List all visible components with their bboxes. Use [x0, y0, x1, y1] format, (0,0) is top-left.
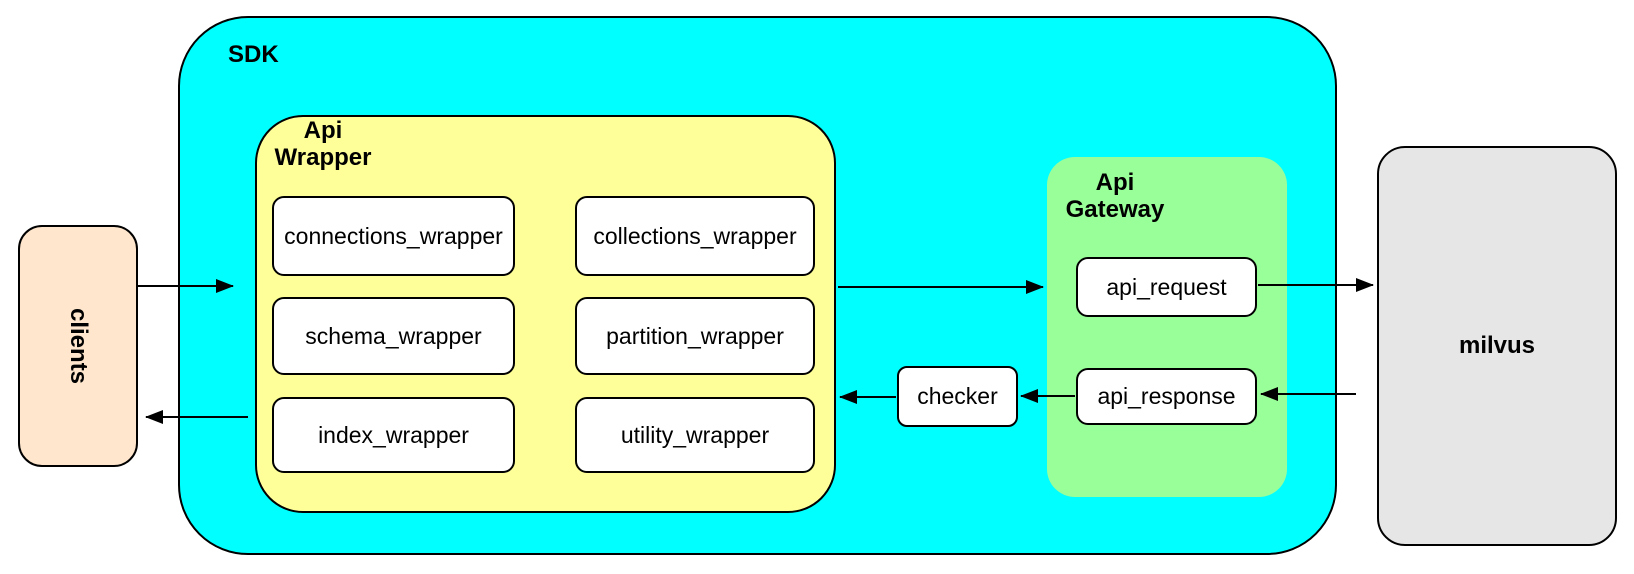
schema-wrapper-box: schema_wrapper — [272, 297, 515, 375]
checker-box: checker — [897, 366, 1018, 427]
api-wrapper-title-line1: Api — [303, 117, 343, 144]
api-gateway-title: Api Gateway — [1062, 169, 1168, 224]
milvus-node: milvus — [1377, 146, 1617, 546]
api-wrapper-title: Api Wrapper — [262, 117, 384, 172]
partition-wrapper-label: partition_wrapper — [606, 322, 784, 349]
connections-wrapper-label: connections_wrapper — [284, 222, 503, 249]
api-request-box: api_request — [1076, 257, 1257, 317]
api-response-box: api_response — [1076, 368, 1257, 425]
api-gateway-title-line2: Gateway — [1065, 195, 1165, 223]
utility-wrapper-label: utility_wrapper — [620, 421, 770, 448]
index-wrapper-box: index_wrapper — [272, 397, 515, 473]
clients-label: clients — [65, 307, 92, 385]
milvus-label: milvus — [1458, 332, 1536, 359]
collections-wrapper-box: collections_wrapper — [575, 196, 815, 276]
api-response-label: api_response — [1097, 383, 1236, 409]
partition-wrapper-box: partition_wrapper — [575, 297, 815, 375]
checker-label: checker — [917, 383, 998, 409]
schema-wrapper-label: schema_wrapper — [305, 322, 482, 349]
api-gateway-title-line1: Api — [1095, 169, 1135, 196]
api-wrapper-title-line2: Wrapper — [274, 143, 372, 171]
connections-wrapper-box: connections_wrapper — [272, 196, 515, 276]
clients-node: clients — [18, 225, 138, 467]
collections-wrapper-label: collections_wrapper — [593, 222, 797, 249]
utility-wrapper-box: utility_wrapper — [575, 397, 815, 473]
api-gateway-container — [1047, 157, 1287, 497]
api-request-label: api_request — [1106, 273, 1227, 300]
sdk-title: SDK — [228, 41, 279, 68]
index-wrapper-label: index_wrapper — [318, 421, 469, 448]
